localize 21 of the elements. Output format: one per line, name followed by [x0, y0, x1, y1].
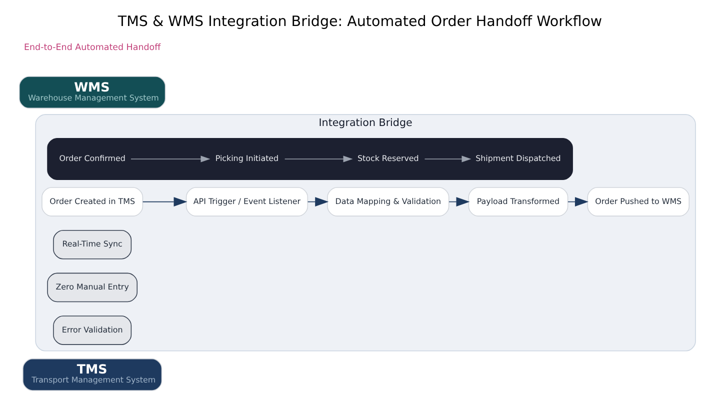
node-box: API Trigger / Event Listener	[186, 187, 308, 216]
label: End-to-End Automated Handoff	[24, 43, 161, 54]
node-box: Order Created in TMS	[42, 187, 144, 216]
arrow	[130, 156, 210, 162]
node-text: Shipment Dispatched	[476, 154, 561, 163]
node-box: Payload Transformed	[468, 187, 568, 216]
node-box: Data Mapping & Validation	[327, 187, 450, 216]
node-box: Error Validation	[53, 316, 132, 345]
arrow	[142, 197, 188, 207]
node-box: Order Pushed to WMS	[587, 187, 690, 216]
node-text: Stock Reserved	[357, 154, 419, 163]
node-text: Picking Initiated	[215, 154, 279, 163]
node-box: Zero Manual Entry	[47, 272, 138, 302]
diagram-title: TMS & WMS Integration Bridge: Automated Order Handoff Workflow	[118, 14, 602, 30]
cluster	[47, 138, 573, 180]
node-box: TMS Transport Management System	[22, 358, 162, 391]
arrow	[284, 156, 353, 162]
node-box: WMS Warehouse Management System	[18, 76, 166, 109]
node-box: Real-Time Sync	[53, 230, 132, 260]
arrow	[424, 156, 472, 162]
node-text: Order Confirmed	[59, 154, 126, 163]
